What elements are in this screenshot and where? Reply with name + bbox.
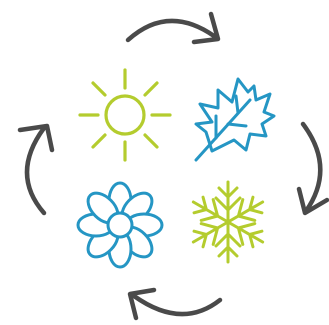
snowflake-arm — [191, 220, 230, 249]
flower-center — [106, 211, 134, 239]
snowflake-arm — [214, 220, 242, 264]
sun-icon — [78, 68, 172, 162]
flower-icon — [76, 181, 164, 269]
snowflake-icon — [191, 180, 265, 264]
maple-leaf-icon — [194, 77, 276, 162]
snowflake-arm — [226, 195, 265, 224]
arrow-top-icon — [125, 11, 221, 45]
snowflake-arm — [226, 220, 265, 249]
snowflake-arm — [214, 180, 242, 224]
snowflake-arm — [191, 195, 230, 224]
arrow-right-icon — [296, 121, 329, 216]
arrow-left-icon — [17, 123, 55, 216]
cycle-arrows — [17, 11, 329, 321]
arrow-bottom-icon — [127, 287, 223, 321]
